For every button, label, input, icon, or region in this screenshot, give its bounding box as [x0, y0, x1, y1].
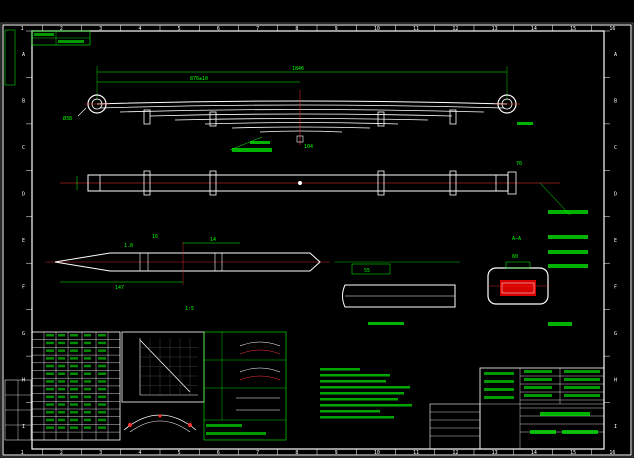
- taper-note-label: 1.8: [124, 243, 133, 249]
- grid-number-top: 7: [256, 26, 259, 32]
- grid-number-bottom: 12: [452, 450, 458, 456]
- grid-letter-right: D: [614, 192, 617, 198]
- grid-letter-right: F: [614, 284, 617, 290]
- section-profile: 55: [335, 261, 460, 325]
- grid-number-top: 1: [21, 26, 24, 32]
- grid-letter-right: H: [614, 377, 617, 383]
- overall-length-label: 1846: [292, 66, 304, 72]
- spring-plan-view: 70: [60, 161, 588, 216]
- grid-number-top: 6: [217, 26, 220, 32]
- grid-number-top: 13: [492, 26, 498, 32]
- half-length-label: 870±10: [190, 76, 208, 82]
- grid-letter-left: G: [22, 331, 25, 337]
- bottom-left-side-strip: [4, 379, 32, 441]
- grid-number-top: 9: [335, 26, 338, 32]
- grid-number-top: 11: [413, 26, 419, 32]
- spring-elevation-view: 1846 870±10 Ø38 104: [63, 66, 533, 152]
- grid-number-top: 14: [531, 26, 537, 32]
- grid-letter-left: A: [22, 52, 25, 58]
- grid-number-bottom: 13: [492, 450, 498, 456]
- top-left-stamp: [31, 30, 91, 46]
- grid-number-top: 16: [609, 26, 615, 32]
- taper-length-label: 14: [210, 237, 216, 243]
- grid-numbers: 1122334455667788991010111112121313141415…: [21, 26, 617, 456]
- section-aa-clip: A—A 60: [487, 235, 588, 326]
- clip-width-label: 60: [512, 254, 518, 260]
- inner-border: [31, 30, 605, 450]
- grid-number-bottom: 15: [570, 450, 576, 456]
- grid-number-top: 8: [295, 26, 298, 32]
- revision-block: [429, 403, 481, 450]
- tapered-leaf-detail: 147 14 16 1.8 1:5: [45, 234, 330, 312]
- grid-number-bottom: 6: [217, 450, 220, 456]
- leaf-specification-table: [31, 331, 121, 441]
- grid-letter-left: E: [22, 238, 25, 244]
- grid-letter-left: D: [22, 192, 25, 198]
- grid-number-top: 5: [178, 26, 181, 32]
- grid-number-bottom: 14: [531, 450, 537, 456]
- section-width-label: 55: [364, 268, 370, 274]
- grid-number-top: 12: [452, 26, 458, 32]
- center-dim-label: 104: [304, 144, 313, 150]
- grid-number-top: 4: [138, 26, 141, 32]
- grid-letter-right: A: [614, 52, 617, 58]
- section-aa-title: A—A: [512, 236, 521, 242]
- grid-letter-right: I: [614, 424, 617, 430]
- title-block: [479, 367, 605, 450]
- grid-number-bottom: 8: [295, 450, 298, 456]
- grid-number-bottom: 4: [138, 450, 141, 456]
- grid-letter-left: C: [22, 145, 25, 151]
- grid-number-top: 10: [374, 26, 380, 32]
- grid-letter-left: H: [22, 377, 25, 383]
- grid-letter-right: G: [614, 331, 617, 337]
- grid-number-bottom: 2: [60, 450, 63, 456]
- width-dim-label: 70: [516, 161, 522, 167]
- grid-number-bottom: 10: [374, 450, 380, 456]
- grid-letter-right: B: [614, 99, 617, 105]
- grid-letter-left: I: [22, 424, 25, 430]
- top-left-side-strip: [4, 29, 16, 86]
- taper-length2-label: 16: [152, 234, 158, 240]
- grid-letter-right: C: [614, 145, 617, 151]
- grid-number-bottom: 7: [256, 450, 259, 456]
- assembly-sketch-table: [203, 331, 287, 441]
- outer-frame-shadow: [0, 22, 634, 458]
- grid-number-bottom: 1: [21, 450, 24, 456]
- scale-label: 1:5: [185, 306, 194, 312]
- grid-number-bottom: 11: [413, 450, 419, 456]
- bolt-length-label: 147: [115, 285, 124, 291]
- grid-number-bottom: 16: [609, 450, 615, 456]
- technical-notes: [320, 368, 412, 419]
- grid-number-top: 15: [570, 26, 576, 32]
- grid-number-bottom: 5: [178, 450, 181, 456]
- grid-ticks: [2, 25, 632, 455]
- grid-letter-right: E: [614, 238, 617, 244]
- grid-number-bottom: 9: [335, 450, 338, 456]
- grid-number-top: 3: [99, 26, 102, 32]
- eye-diameter-label: Ø38: [63, 115, 72, 122]
- grid-letter-left: F: [22, 284, 25, 290]
- load-deflection-graph: [121, 331, 205, 433]
- grid-number-top: 2: [60, 26, 63, 32]
- grid-number-bottom: 3: [99, 450, 102, 456]
- grid-letter-left: B: [22, 99, 25, 105]
